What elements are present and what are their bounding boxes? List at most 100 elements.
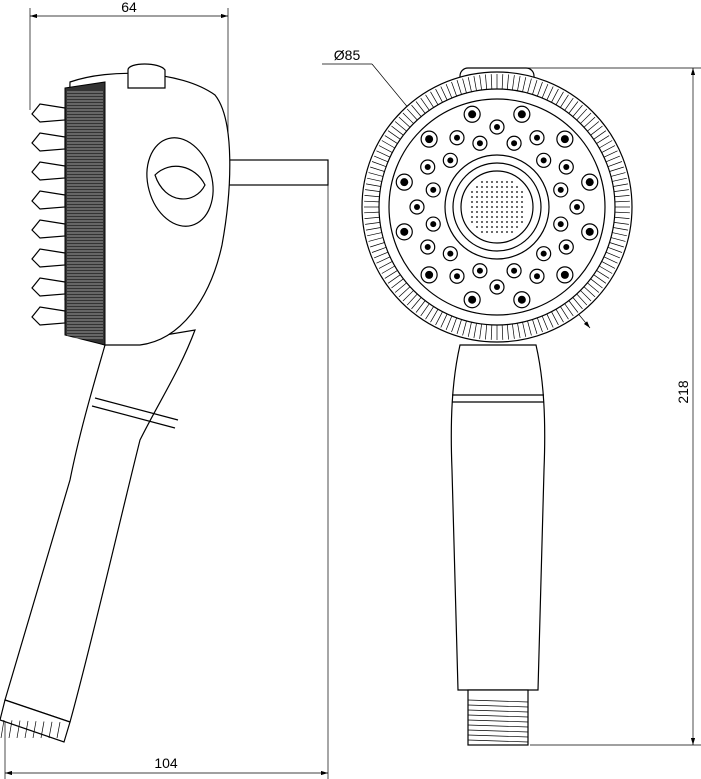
mesh-hole	[496, 221, 498, 223]
nozzle-hole	[454, 134, 460, 141]
serration-line	[527, 320, 532, 336]
mesh-hole	[481, 191, 483, 193]
mesh-hole	[491, 196, 493, 198]
serration-line	[605, 155, 621, 163]
serration-line	[607, 247, 623, 253]
thread-line	[32, 721, 37, 739]
serration-line	[456, 80, 462, 95]
mesh-hole	[506, 181, 508, 183]
serration-line	[607, 161, 623, 167]
nozzle-hole	[414, 204, 420, 210]
mesh-hole	[521, 206, 523, 208]
serration-line	[614, 200, 630, 203]
mesh-hole	[486, 216, 488, 218]
serration-line	[613, 183, 629, 187]
nozzle-hole	[425, 135, 434, 144]
nozzle-hole	[574, 204, 580, 210]
mesh-hole	[491, 221, 493, 223]
serration-line	[430, 91, 439, 105]
serration-line	[378, 261, 393, 269]
mesh-hole	[491, 211, 493, 213]
nozzle-hole	[424, 164, 431, 170]
nozzle-hole	[430, 221, 437, 228]
mesh-hole	[476, 201, 478, 203]
nozzle-hole	[557, 186, 564, 193]
nozzle-hole	[534, 273, 540, 280]
mesh-hole	[506, 226, 508, 228]
nozzle-hole	[585, 178, 594, 187]
serration-line	[445, 83, 453, 99]
mesh-hole	[521, 221, 523, 223]
serration-line	[415, 300, 426, 313]
mesh-hole	[486, 201, 488, 203]
mesh-hole	[511, 231, 513, 233]
serration-line	[479, 323, 482, 339]
mesh-hole	[476, 191, 478, 193]
mesh-hole	[491, 216, 493, 218]
mesh-hole	[496, 201, 498, 203]
mesh-hole	[516, 206, 518, 208]
serration-line	[456, 319, 462, 334]
mesh-hole	[496, 181, 498, 183]
nozzle-hole	[425, 270, 434, 279]
mesh-hole	[521, 216, 523, 218]
mesh-hole	[471, 216, 473, 218]
thread-line	[467, 729, 529, 733]
thread-line	[16, 720, 21, 739]
serration-line	[398, 116, 411, 128]
nozzle-hole	[400, 178, 409, 187]
serration-line	[490, 74, 493, 90]
front-view	[361, 67, 633, 746]
serration-line	[605, 251, 621, 259]
serration-line	[473, 323, 477, 339]
serration-line	[527, 78, 532, 94]
serration-line	[564, 97, 574, 111]
serration-line	[420, 97, 430, 111]
nozzle-hole	[468, 295, 477, 304]
nozzle-tooth	[31, 161, 66, 181]
serration-line	[610, 237, 626, 242]
mesh-hole	[471, 206, 473, 208]
serration-line	[364, 216, 380, 219]
mesh-hole	[501, 221, 503, 223]
mesh-hole	[496, 206, 498, 208]
serration-line	[613, 189, 629, 192]
mesh-hole	[511, 186, 513, 188]
serration-line	[365, 222, 381, 225]
mesh-hole	[501, 186, 503, 188]
serration-line	[365, 183, 381, 187]
serration-line	[367, 177, 382, 182]
mesh-hole	[511, 181, 513, 183]
serration-line	[532, 80, 538, 95]
serration-line	[572, 104, 583, 117]
serration-line	[415, 101, 426, 114]
thread-line	[56, 722, 61, 739]
mesh-hole	[506, 231, 508, 233]
mesh-hole	[516, 191, 518, 193]
serration-line	[546, 313, 554, 328]
serration-line	[583, 116, 596, 128]
serration-line	[568, 101, 579, 114]
nozzle-hole	[540, 250, 547, 257]
serration-line	[406, 108, 418, 121]
mesh-hole	[486, 221, 488, 223]
thread-line	[467, 714, 529, 718]
serration-line	[368, 237, 384, 242]
dimension-label-height: 218	[675, 380, 691, 404]
serration-line	[601, 145, 616, 153]
serration-line	[590, 125, 603, 136]
dimension-height: 218	[480, 67, 701, 746]
mesh-hole	[481, 221, 483, 223]
serration-line	[564, 303, 574, 317]
mesh-hole	[501, 181, 503, 183]
serration-line	[517, 75, 521, 91]
dimension-width: 104	[4, 185, 329, 779]
thread-line	[467, 719, 529, 723]
serration-line	[572, 297, 583, 310]
serration-line	[560, 94, 569, 108]
serration-line	[613, 222, 629, 225]
mesh-hole	[516, 216, 518, 218]
serration-line	[485, 74, 488, 90]
thread-line	[467, 704, 529, 708]
